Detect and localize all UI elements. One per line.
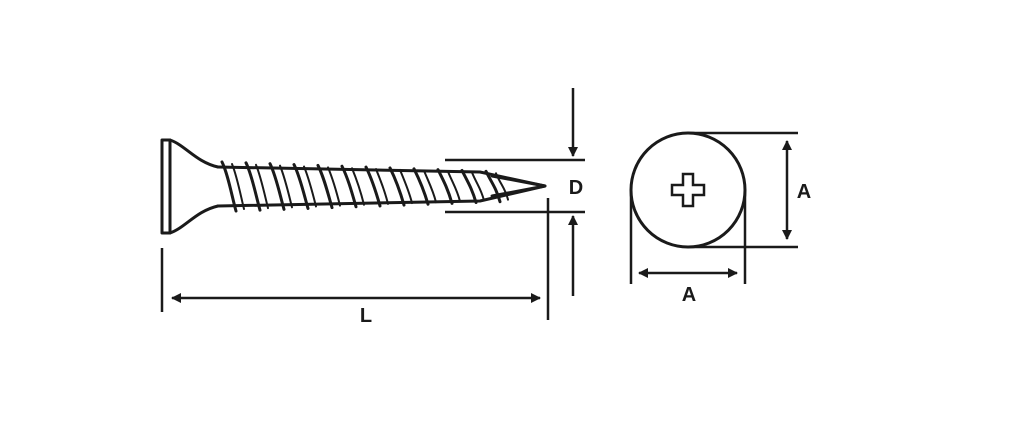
thread-root xyxy=(471,171,485,202)
head-diameter-vertical-dimension xyxy=(688,131,798,249)
thread-root xyxy=(231,163,245,210)
thread-crest xyxy=(220,160,238,213)
thread-root xyxy=(255,163,269,210)
head-diameter-horizontal-label: A xyxy=(682,284,696,306)
thread-root xyxy=(423,169,437,204)
thread-root xyxy=(399,168,413,205)
screw-tip xyxy=(490,174,547,198)
length-dimension xyxy=(160,198,550,320)
thread-diameter-dimension xyxy=(445,88,585,296)
thread-root xyxy=(351,167,365,206)
thread-crest xyxy=(268,162,286,211)
head-diameter-horizontal-dimension xyxy=(629,190,747,284)
thread-root xyxy=(303,165,317,208)
thread-crest xyxy=(292,163,310,210)
screw-threads xyxy=(220,160,502,213)
thread-root xyxy=(327,166,341,207)
thread-crest xyxy=(364,165,382,208)
thread-crest xyxy=(412,167,430,206)
screw-head-top-view xyxy=(629,131,747,249)
thread-crest xyxy=(388,166,406,207)
head-diameter-vertical-label: A xyxy=(797,181,811,203)
screw-head xyxy=(160,138,172,235)
screw-thread-inner xyxy=(231,163,509,210)
thread-root xyxy=(279,164,293,209)
phillips-drive-icon xyxy=(670,172,706,208)
thread-root xyxy=(447,170,461,203)
screw-bugle-neck xyxy=(168,138,220,235)
thread-crest xyxy=(316,163,334,210)
thread-diameter-label: D xyxy=(569,177,583,199)
thread-crest xyxy=(244,161,262,212)
thread-crest xyxy=(340,164,358,209)
thread-crest xyxy=(484,169,502,204)
thread-crest xyxy=(460,168,478,205)
length-label: L xyxy=(360,305,372,327)
thread-crest xyxy=(436,168,454,205)
screw-side-view xyxy=(160,138,547,235)
thread-root xyxy=(375,168,389,205)
